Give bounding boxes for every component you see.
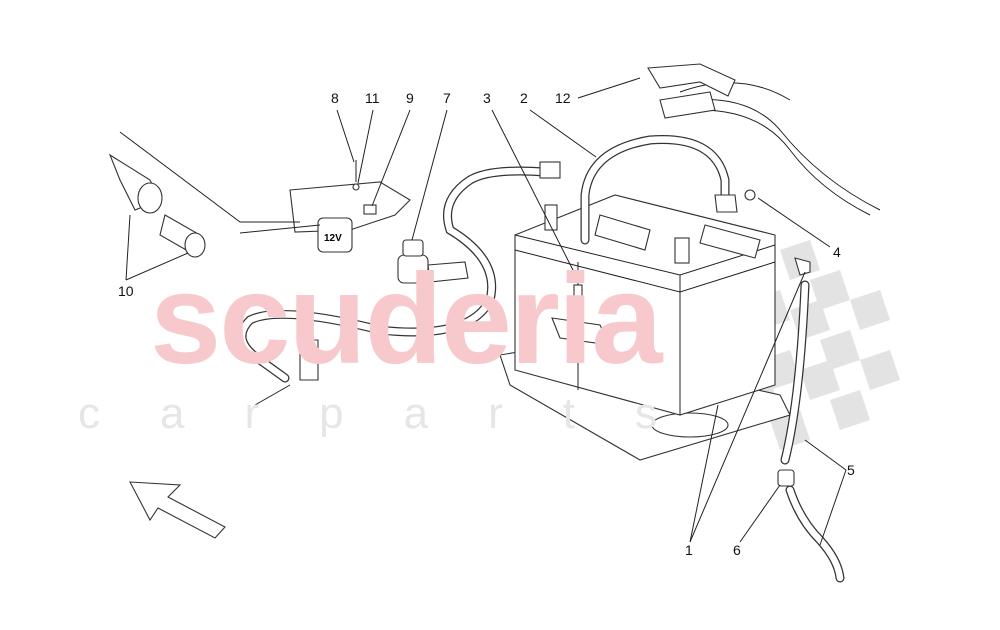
ground-bracket	[299, 339, 319, 381]
bolt-4	[744, 189, 756, 201]
washer-11	[352, 183, 360, 191]
relay-box-label: 12V	[324, 233, 342, 244]
terminal-cover	[647, 63, 736, 97]
callout-6: 6	[733, 542, 741, 558]
battery	[514, 194, 776, 416]
callout-8: 8	[331, 90, 339, 106]
callout-2: 2	[520, 90, 528, 106]
connector-10	[108, 153, 206, 258]
leader-lines	[125, 77, 847, 546]
callout-11: 11	[365, 90, 380, 106]
clamp-bolt	[573, 284, 583, 306]
relay-box: 12V	[289, 181, 411, 253]
arrow-icon	[129, 481, 226, 539]
negative-terminal	[539, 161, 561, 179]
callout-1: 1	[685, 542, 693, 558]
hold-down-clamp	[551, 317, 611, 346]
battery-isolator	[397, 239, 469, 284]
tray-drain	[651, 412, 729, 438]
callout-5: 5	[847, 462, 855, 478]
callout-9: 9	[406, 90, 414, 106]
clip-9	[363, 204, 377, 215]
callout-7: 7	[443, 90, 451, 106]
grommet-6	[777, 469, 795, 487]
callout-10: 10	[118, 283, 134, 299]
callout-4: 4	[833, 244, 841, 260]
callout-12: 12	[555, 90, 571, 106]
callout-3: 3	[483, 90, 491, 106]
